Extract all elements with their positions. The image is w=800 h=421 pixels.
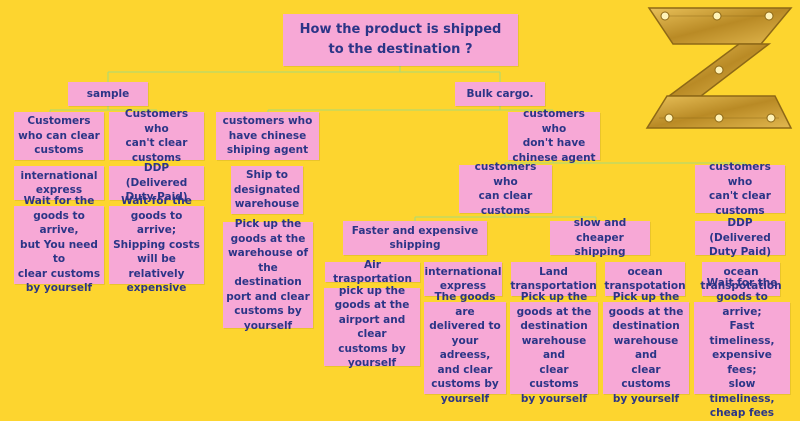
bulk-customers-can-clear: customers who can clear customs — [459, 161, 552, 217]
bulk-ddp: DDP (Delivered Duty Paid) — [695, 217, 785, 258]
ocean-transportation: ocean transpotation — [604, 262, 686, 296]
gold-z-logo-icon — [645, 7, 793, 129]
bulk-international-express: international express — [424, 262, 502, 296]
ocean-description: Pick up the goods at the destination war… — [603, 291, 689, 405]
faster-expensive-shipping: Faster and expensive shipping — [343, 221, 487, 255]
bulk-ship-to-warehouse: Ship to designated warehouse — [231, 166, 303, 214]
branch-sample: sample — [68, 82, 148, 106]
bulk-customers-cant-clear: customers who can't clear customs — [695, 161, 785, 217]
express-description: The goods are delivered to your adreess,… — [424, 291, 506, 405]
air-description: pick up the goods at the airport and cle… — [324, 285, 420, 369]
sample-customers-can-clear: Customers who can clear customs — [14, 112, 104, 160]
bulk-ocean-transportation: ocean transpotation — [700, 262, 782, 296]
sample-express-description: Wait for the goods to arrive, but You ne… — [14, 195, 104, 294]
air-transportation: Air trasportation — [325, 259, 420, 285]
connector-lines — [49, 66, 746, 221]
sample-customers-cant-clear: Customers who can't clear customs — [109, 108, 204, 164]
sample-ddp-description: Wait for the goods to arrive; Shipping c… — [109, 195, 204, 294]
branch-bulk-cargo: Bulk cargo. — [455, 82, 545, 106]
bulk-ddp-description: Wait for the goods to arrive; Fast timel… — [694, 277, 790, 419]
bulk-customers-without-agent: customers who don't have chinese agent — [508, 108, 600, 164]
bulk-warehouse-description: Pick up the goods at the warehouse of th… — [223, 218, 313, 332]
land-transportation: Land transportation — [510, 262, 597, 296]
land-description: Pick up the goods at the destination war… — [510, 291, 598, 405]
diagram-title: How the product is shipped to the destin… — [283, 14, 518, 66]
sample-ddp: DDP (Delivered Duty Paid) — [109, 162, 204, 203]
slow-cheaper-shipping: slow and cheaper shipping — [550, 217, 650, 258]
sample-international-express: international express — [14, 166, 104, 200]
bulk-customers-with-agent: customers who have chinese shiping agent — [216, 112, 319, 160]
